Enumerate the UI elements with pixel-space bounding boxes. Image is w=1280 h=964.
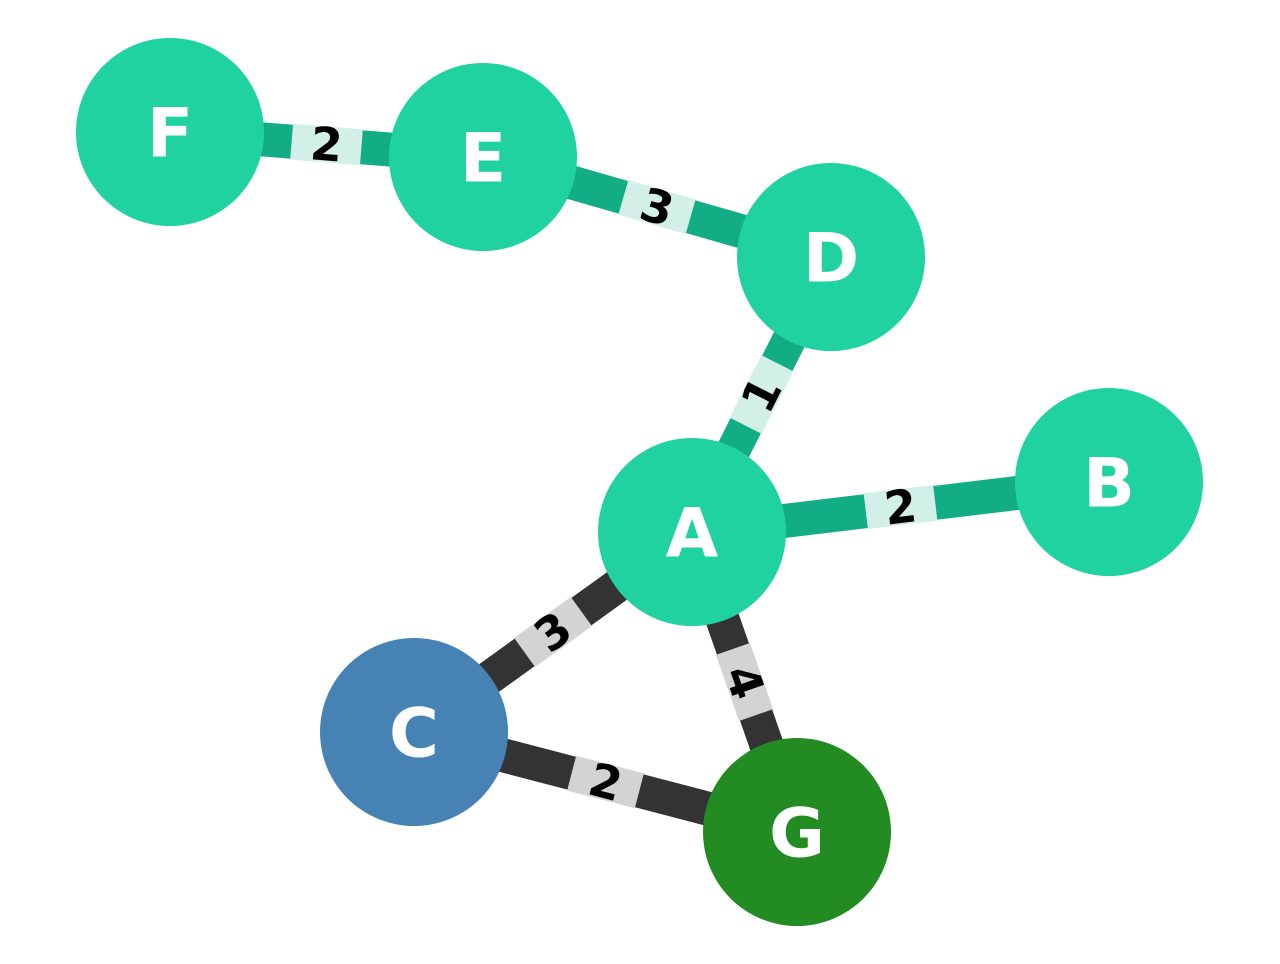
edge-weight-background xyxy=(290,123,363,166)
edge-weight-badge: 2 xyxy=(290,116,363,173)
edge-weight-badge: 3 xyxy=(618,177,696,237)
node-label: E xyxy=(460,120,506,199)
edge-weight-badge: 4 xyxy=(714,643,775,721)
node-f: F xyxy=(76,38,264,226)
edge-weight-background xyxy=(715,643,774,721)
edge-weight-background xyxy=(729,355,794,434)
nodes-layer: A B C D E F G xyxy=(76,38,1203,926)
node-circle xyxy=(1015,388,1203,576)
node-g: G xyxy=(703,738,891,926)
node-circle xyxy=(703,738,891,926)
node-label: G xyxy=(769,795,825,874)
node-label: F xyxy=(147,95,193,174)
node-circle xyxy=(737,163,925,351)
node-b: B xyxy=(1015,388,1203,576)
node-circle xyxy=(76,38,264,226)
node-label: C xyxy=(389,695,439,774)
node-label: B xyxy=(1083,445,1135,524)
node-label: D xyxy=(803,220,859,299)
node-label: A xyxy=(666,495,719,574)
node-circle xyxy=(598,438,786,626)
edge-weight-badge: 2 xyxy=(863,478,938,536)
node-e: E xyxy=(389,63,577,251)
edge-weight-badge: 2 xyxy=(567,752,644,812)
node-c: C xyxy=(320,638,508,826)
node-circle xyxy=(320,638,508,826)
edge-weight-background xyxy=(618,180,696,234)
edge-weight-background xyxy=(567,755,644,809)
node-a: A xyxy=(598,438,786,626)
edge-weight-label: 2 xyxy=(308,116,344,172)
edge-weight-label: 2 xyxy=(881,478,919,535)
edge-weight-badge: 1 xyxy=(729,355,794,434)
node-d: D xyxy=(737,163,925,351)
edge-weight-background xyxy=(863,484,938,530)
node-circle xyxy=(389,63,577,251)
edge-weight-background xyxy=(514,596,592,668)
